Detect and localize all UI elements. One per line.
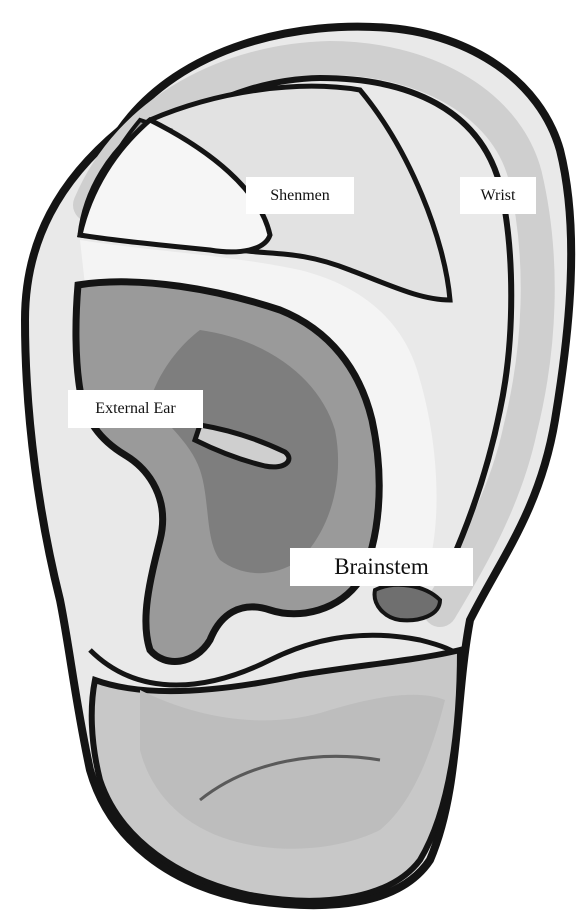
label-wrist: Wrist — [460, 177, 536, 214]
label-shenmen: Shenmen — [246, 177, 354, 214]
label-external-ear: External Ear — [68, 390, 203, 428]
label-brainstem: Brainstem — [290, 548, 473, 586]
